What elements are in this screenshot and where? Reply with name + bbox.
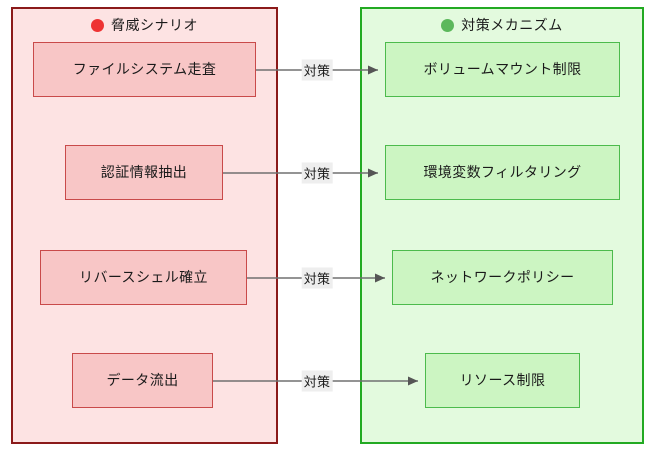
cluster-mitigation-title: 対策メカニズム bbox=[362, 15, 642, 35]
green-circle-icon bbox=[441, 18, 455, 32]
node-mitigation-1-label: ボリュームマウント制限 bbox=[423, 61, 582, 78]
node-threat-1-label: ファイルシステム走査 bbox=[72, 61, 217, 78]
node-threat-2[interactable]: 認証情報抽出 bbox=[65, 145, 223, 200]
node-threat-3[interactable]: リバースシェル確立 bbox=[40, 250, 247, 305]
node-threat-3-label: リバースシェル確立 bbox=[79, 269, 208, 286]
node-threat-4[interactable]: データ流出 bbox=[72, 353, 213, 408]
node-mitigation-3-label: ネットワークポリシー bbox=[430, 269, 575, 286]
cluster-threat-title: 脅威シナリオ bbox=[13, 15, 276, 35]
node-mitigation-3[interactable]: ネットワークポリシー bbox=[392, 250, 613, 305]
red-circle-icon bbox=[91, 18, 104, 32]
node-mitigation-2[interactable]: 環境変数フィルタリング bbox=[385, 145, 620, 200]
edge-4-label: 対策 bbox=[301, 370, 333, 392]
edge-2-label: 対策 bbox=[301, 162, 333, 184]
node-threat-2-label: 認証情報抽出 bbox=[100, 164, 188, 181]
node-threat-1[interactable]: ファイルシステム走査 bbox=[33, 42, 256, 97]
node-mitigation-2-label: 環境変数フィルタリング bbox=[423, 164, 582, 181]
edge-1-label: 対策 bbox=[301, 59, 333, 81]
node-threat-4-label: データ流出 bbox=[106, 372, 179, 389]
cluster-mitigation-title-label: 対策メカニズム bbox=[461, 17, 563, 33]
cluster-threat-title-label: 脅威シナリオ bbox=[111, 17, 198, 33]
edge-3-label: 対策 bbox=[301, 267, 333, 289]
node-mitigation-4[interactable]: リソース制限 bbox=[425, 353, 580, 408]
node-mitigation-1[interactable]: ボリュームマウント制限 bbox=[385, 42, 620, 97]
node-mitigation-4-label: リソース制限 bbox=[459, 372, 546, 389]
